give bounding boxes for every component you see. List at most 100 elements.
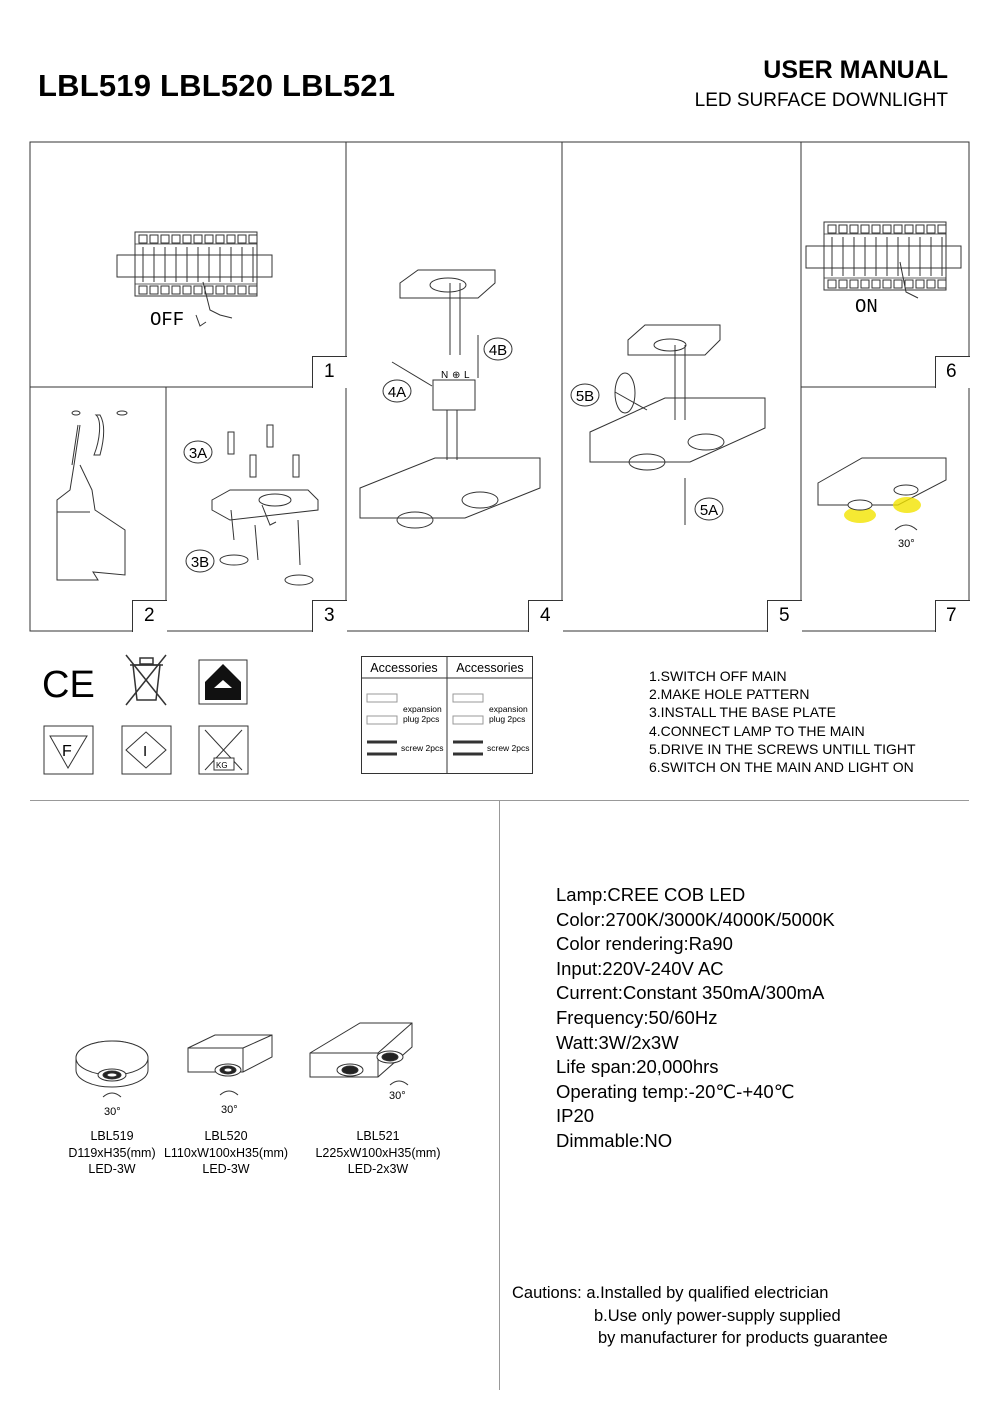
breaker-terminal <box>248 234 258 244</box>
product-size: D119xH35(mm) <box>68 1145 156 1160</box>
breaker-terminal <box>893 224 903 234</box>
spec-frequency: Frequency:50/60Hz <box>556 1006 718 1028</box>
step-number-4: 4 <box>540 605 551 626</box>
cautions-block: Cautions: a.Installed by qualified elect… <box>512 1282 888 1350</box>
breaker-terminal <box>849 279 859 289</box>
weight-limit-icon: KG <box>198 725 249 775</box>
breaker-terminal <box>226 234 236 244</box>
step-number-2: 2 <box>144 605 155 626</box>
step-number-3: 3 <box>324 605 335 626</box>
breaker-terminal <box>226 285 236 295</box>
product-drawings: 30° 30° 30° <box>75 1022 413 1118</box>
instruction-item: 3.INSTALL THE BASE PLATE <box>649 704 836 721</box>
indoor-use-icon <box>198 659 248 705</box>
breaker-terminal <box>904 224 914 234</box>
product-model: LBL521 <box>356 1129 400 1143</box>
product-size: L225xW100xH35(mm) <box>315 1145 441 1160</box>
spec-lamp: Lamp:CREE COB LED <box>556 884 746 905</box>
spec-life-span: Life span:20,000hrs <box>556 1056 719 1078</box>
plug-label-right-2: plug 2pcs <box>489 714 525 724</box>
spec-operating-temp: Operating temp:-20℃-+40℃ <box>556 1080 795 1102</box>
breaker-terminal <box>215 285 225 295</box>
svg-text:3A: 3A <box>189 445 207 462</box>
screw-label-right: screw 2pcs <box>487 743 530 753</box>
product-lbl519-drawing <box>75 1040 149 1098</box>
accessories-header-right: Accessories <box>456 661 523 675</box>
instruction-item: 5.DRIVE IN THE SCREWS UNTILL TIGHT <box>649 740 916 757</box>
step-box-1 <box>312 356 347 388</box>
callout-5b: 5B <box>570 383 600 407</box>
instruction-list: 1.SWITCH OFF MAIN 2.MAKE HOLE PATTERN 3.… <box>649 667 916 776</box>
breaker-terminal <box>237 234 247 244</box>
model-numbers-title: LBL519 LBL520 LBL521 <box>38 68 396 103</box>
breaker-terminal <box>149 285 159 295</box>
product-model: LBL520 <box>204 1129 248 1143</box>
breaker-on-label: ON <box>855 296 878 318</box>
breaker-terminal <box>204 234 214 244</box>
callout-4a: 4A <box>382 379 412 403</box>
product-power: LED-3W <box>88 1162 136 1176</box>
breaker-terminal <box>138 285 148 295</box>
terminal-labels: N ⊕ L <box>441 370 470 381</box>
svg-text:4B: 4B <box>489 342 507 359</box>
product-model: LBL519 <box>90 1129 134 1143</box>
breaker-on-illustration <box>805 221 962 299</box>
step-box-2 <box>132 600 167 632</box>
breaker-terminal <box>882 279 892 289</box>
breaker-terminal <box>827 279 837 289</box>
i-mark-icon: I <box>121 725 172 775</box>
callout-5a: 5A <box>694 497 724 521</box>
step-box-5 <box>767 600 802 632</box>
spec-current: Current:Constant 350mA/300mA <box>556 982 825 1004</box>
breaker-terminal <box>937 279 947 289</box>
product-lbl520-drawing <box>187 1034 273 1096</box>
step-box-3 <box>312 600 347 632</box>
breaker-terminal <box>171 285 181 295</box>
lbl519-angle: 30° <box>104 1106 121 1118</box>
product-size: L110xW100xH35(mm) <box>163 1145 289 1160</box>
screw-label-left: screw 2pcs <box>401 743 444 753</box>
accessories-header-left: Accessories <box>370 661 437 675</box>
weee-bin-icon <box>125 654 167 706</box>
product-lbl521-drawing <box>309 1022 413 1086</box>
breaker-terminal <box>171 234 181 244</box>
breaker-terminal <box>182 285 192 295</box>
step-number-5: 5 <box>779 605 790 626</box>
breaker-terminal <box>926 279 936 289</box>
step-box-7 <box>935 600 970 632</box>
breaker-terminal <box>871 224 881 234</box>
breaker-terminal <box>904 279 914 289</box>
svg-text:F: F <box>62 743 72 760</box>
svg-text:5A: 5A <box>700 502 718 519</box>
svg-text:⊕: ⊕ <box>452 370 460 381</box>
ce-mark-icon: CE <box>42 664 95 706</box>
breaker-terminal <box>160 285 170 295</box>
spec-ip-rating: IP20 <box>556 1105 595 1127</box>
breaker-off-illustration <box>116 231 273 327</box>
step-box-4 <box>528 600 563 632</box>
breaker-off-label: OFF <box>150 309 184 331</box>
breaker-terminal <box>248 285 258 295</box>
breaker-terminal <box>838 279 848 289</box>
lbl520-angle: 30° <box>221 1104 238 1116</box>
breaker-terminal <box>215 234 225 244</box>
breaker-terminal <box>193 285 203 295</box>
plug-label-right-1: expansion <box>489 704 528 714</box>
product-lbl520-label: LBL520 L110xW100xH35(mm) LED-3W <box>158 1128 294 1178</box>
cautions-label: Cautions: <box>512 1284 582 1302</box>
breaker-terminal <box>893 279 903 289</box>
breaker-terminal <box>138 234 148 244</box>
breaker-terminal <box>937 224 947 234</box>
svg-text:4A: 4A <box>388 384 406 401</box>
vertical-divider <box>499 800 500 1390</box>
specifications-list: Lamp:CREE COB LED Color:2700K/3000K/4000… <box>556 883 835 1154</box>
panel7-beam-angle: 30° <box>898 538 915 550</box>
plug-label-left-2: plug 2pcs <box>403 714 439 724</box>
f-mark-icon: F <box>43 725 94 775</box>
spec-input: Input:220V-240V AC <box>556 957 724 979</box>
breaker-terminal <box>149 234 159 244</box>
product-power: LED-3W <box>202 1162 250 1176</box>
svg-text:5B: 5B <box>576 388 594 405</box>
breaker-terminal <box>838 224 848 234</box>
lbl521-angle: 30° <box>389 1090 406 1102</box>
